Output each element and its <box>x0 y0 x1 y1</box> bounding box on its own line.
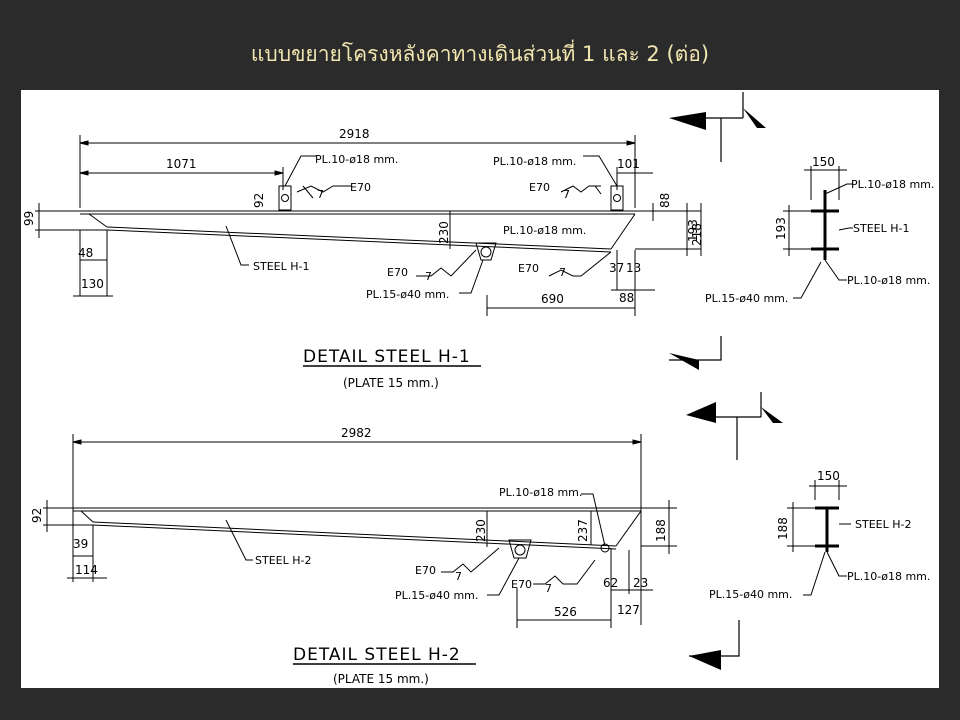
h1-dim-depth-left: 99 <box>22 211 36 226</box>
h1-dim-230: 230 <box>437 221 451 244</box>
h2-dim-230: 230 <box>474 519 488 542</box>
h2-label-pl-small: PL.10-ø18 mm. <box>499 486 582 499</box>
h1-section-pl-large: PL.15-ø40 mm. <box>705 292 788 305</box>
h1-section-pl-top: PL.10-ø18 mm. <box>851 178 934 191</box>
h1-label-seven-a: 7 <box>317 188 324 201</box>
h2-dim-237: 237 <box>576 519 590 542</box>
h1-label-pl-small-left: PL.10-ø18 mm. <box>315 153 398 166</box>
h1-label-steel: STEEL H-1 <box>253 260 309 273</box>
h1-section-pl-bottom: PL.10-ø18 mm. <box>847 274 930 287</box>
h1-dim-88: 88 <box>658 193 672 208</box>
h2-section-pl-large: PL.15-ø40 mm. <box>709 588 792 601</box>
h1-dim-193: 193 <box>686 219 700 242</box>
h1-section-height: 193 <box>774 217 788 240</box>
h1-title: DETAIL STEEL H-1 <box>303 347 471 367</box>
h1-dim-690: 690 <box>541 292 564 306</box>
h1-label-e70-a: E70 <box>350 181 371 194</box>
h2-dim-39: 39 <box>73 537 88 551</box>
h2-section-height: 188 <box>776 517 790 540</box>
h1-dim-right-offset: 101 <box>617 157 640 171</box>
h2-section-pl-bottom: PL.10-ø18 mm. <box>847 570 930 583</box>
h1-label-e70-b: E70 <box>529 181 550 194</box>
h2-dim-62: 62 <box>603 576 618 590</box>
h1-dim-130: 130 <box>81 277 104 291</box>
h1-label-pl-small-right: PL.10-ø18 mm. <box>493 155 576 168</box>
h2-label-pl-large: PL.15-ø40 mm. <box>395 589 478 602</box>
h2-dim-526: 526 <box>554 605 577 619</box>
h1-label-e70-d: E70 <box>518 262 539 275</box>
h2-dim-114: 114 <box>75 563 98 577</box>
h2-label-seven-a: 7 <box>455 570 462 583</box>
h1-label-pl-large: PL.15-ø40 mm. <box>366 288 449 301</box>
h2-dim-23: 23 <box>633 576 648 590</box>
h1-dim-overall: 2918 <box>339 127 370 141</box>
h1-dim-plate-h: 92 <box>252 193 266 208</box>
h1-section <box>783 166 853 299</box>
h2-section-steel: STEEL H-2 <box>855 518 911 531</box>
h1-dim-218: 218 <box>690 223 704 246</box>
h1-section-steel: STEEL H-1 <box>853 222 909 235</box>
h2-label-e70-a: E70 <box>415 564 436 577</box>
h2-label-e70-b: E70 <box>511 578 532 591</box>
h2-subtitle: (PLATE 15 mm.) <box>333 672 429 686</box>
h1-label-pl-small-mid: PL.10-ø18 mm. <box>503 224 586 237</box>
h2-title: DETAIL STEEL H-2 <box>293 645 461 665</box>
h2-section <box>787 480 851 596</box>
h2-elevation <box>43 434 677 628</box>
h1-label-seven-b: 7 <box>563 188 570 201</box>
h1-dim-37: 37 <box>609 261 624 275</box>
section-cut-markers <box>669 92 783 670</box>
h1-dim-left-offset: 1071 <box>166 157 197 171</box>
h1-section-width: 150 <box>812 155 835 169</box>
h1-dim-48: 48 <box>78 246 93 260</box>
h2-dim-overall: 2982 <box>341 426 372 440</box>
cad-drawing: 2918 1071 101 99 92 48 130 230 88 193 21… <box>22 92 934 686</box>
slide-title: แบบขยายโครงหลังคาทางเดินส่วนที่ 1 และ 2 … <box>250 42 710 66</box>
h1-label-e70-c: E70 <box>387 266 408 279</box>
h1-elevation <box>35 135 702 316</box>
h1-dim-13: 13 <box>626 261 641 275</box>
h2-dim-depth-left: 92 <box>30 508 44 523</box>
h1-label-seven-c: 7 <box>425 270 432 283</box>
h2-label-seven-b: 7 <box>545 582 552 595</box>
h2-dim-127: 127 <box>617 603 640 617</box>
h2-section-width: 150 <box>817 469 840 483</box>
h1-dim-88b: 88 <box>619 291 634 305</box>
h1-label-seven-d: 7 <box>559 266 566 279</box>
h1-subtitle: (PLATE 15 mm.) <box>343 376 439 390</box>
h2-dim-188: 188 <box>654 519 668 542</box>
cad-drawing-sheet: 2918 1071 101 99 92 48 130 230 88 193 21… <box>21 90 939 688</box>
h2-label-steel: STEEL H-2 <box>255 554 311 567</box>
